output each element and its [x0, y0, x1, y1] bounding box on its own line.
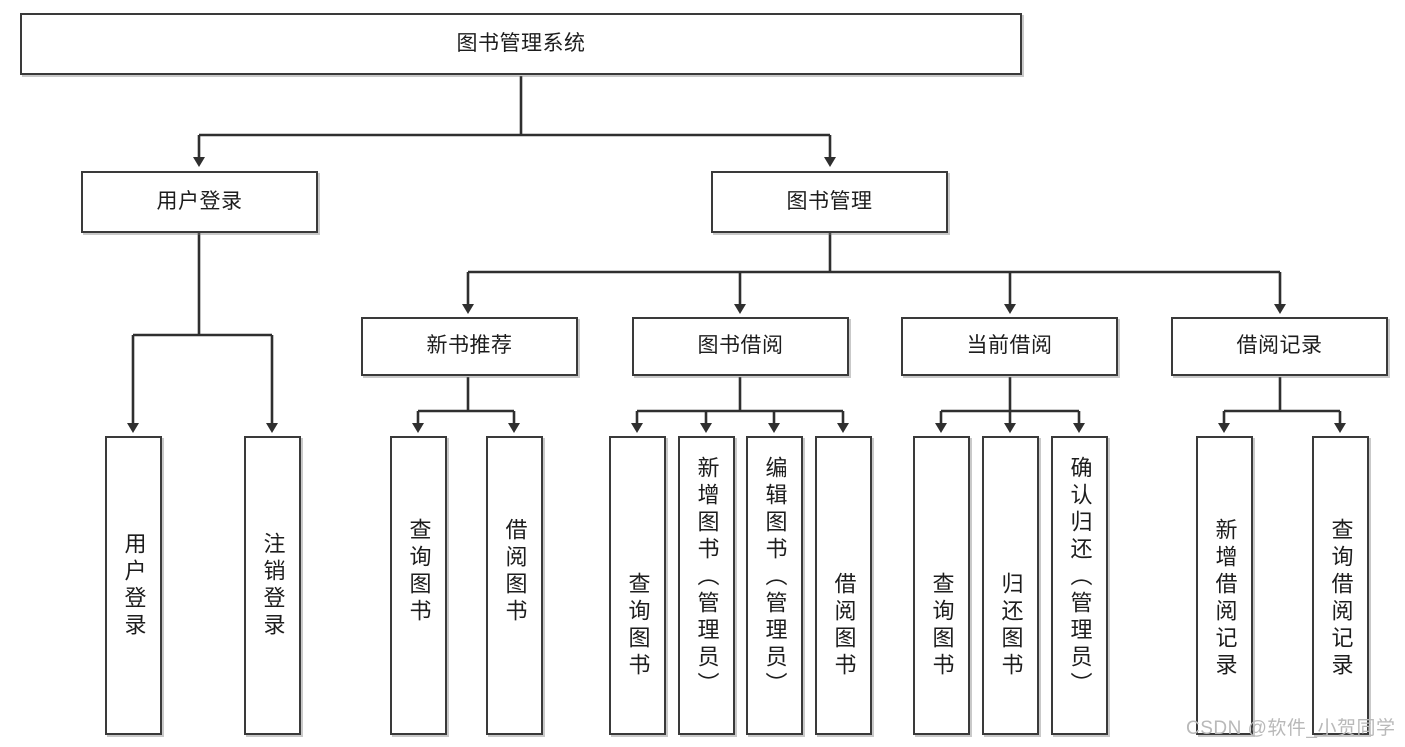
leaf-borrow-borrow-book[interactable]: 借阅图书: [815, 436, 872, 735]
leaf-borrow-query-book[interactable]: 查询图书: [609, 436, 666, 735]
leaf-user-login-signin-label: 用户登录: [121, 532, 147, 640]
node-user-login[interactable]: 用户登录: [81, 171, 318, 233]
node-borrow-records[interactable]: 借阅记录: [1171, 317, 1388, 376]
leaf-borrow-add-book-label: 新增图书（管理员）: [694, 456, 720, 699]
leaf-recommend-query-book[interactable]: 查询图书: [390, 436, 447, 735]
leaf-records-query-record[interactable]: 查询借阅记录: [1312, 436, 1369, 735]
node-book-management-label: 图书管理: [786, 189, 873, 213]
leaf-current-query-book[interactable]: 查询图书: [913, 436, 970, 735]
leaf-current-query-book-label: 查询图书: [929, 572, 955, 680]
leaf-borrow-query-book-label: 查询图书: [625, 572, 651, 680]
leaf-current-return-book[interactable]: 归还图书: [982, 436, 1039, 735]
node-user-login-label: 用户登录: [156, 189, 243, 213]
leaf-recommend-query-book-label: 查询图书: [406, 518, 432, 626]
leaf-borrow-edit-book[interactable]: 编辑图书（管理员）: [746, 436, 803, 735]
node-book-borrow[interactable]: 图书借阅: [632, 317, 849, 376]
leaf-recommend-borrow-book-label: 借阅图书: [502, 518, 528, 626]
leaf-current-confirm-return-label: 确认归还（管理员）: [1067, 456, 1093, 699]
leaf-borrow-add-book[interactable]: 新增图书（管理员）: [678, 436, 735, 735]
leaf-current-confirm-return[interactable]: 确认归还（管理员）: [1051, 436, 1108, 735]
node-current-borrow-label: 当前借阅: [966, 334, 1053, 358]
node-current-borrow[interactable]: 当前借阅: [901, 317, 1118, 376]
csdn-watermark: CSDN @软件_小贺同学: [1186, 718, 1396, 739]
leaf-borrow-edit-book-label: 编辑图书（管理员）: [762, 456, 788, 699]
leaf-user-login-signout[interactable]: 注销登录: [244, 436, 301, 735]
leaf-recommend-borrow-book[interactable]: 借阅图书: [486, 436, 543, 735]
node-book-borrow-label: 图书借阅: [697, 334, 784, 358]
node-borrow-records-label: 借阅记录: [1236, 334, 1323, 358]
node-root[interactable]: 图书管理系统: [20, 13, 1022, 75]
node-book-management[interactable]: 图书管理: [711, 171, 948, 233]
leaf-borrow-borrow-book-label: 借阅图书: [831, 572, 857, 680]
leaf-current-return-book-label: 归还图书: [998, 572, 1024, 680]
node-root-label: 图书管理系统: [456, 31, 586, 55]
node-new-book-recommend[interactable]: 新书推荐: [361, 317, 578, 376]
leaf-user-login-signin[interactable]: 用户登录: [105, 436, 162, 735]
leaf-user-login-signout-label: 注销登录: [260, 532, 286, 640]
node-new-book-recommend-label: 新书推荐: [426, 334, 513, 358]
leaf-records-add-record-label: 新增借阅记录: [1212, 518, 1238, 680]
leaf-records-add-record[interactable]: 新增借阅记录: [1196, 436, 1253, 735]
leaf-records-query-record-label: 查询借阅记录: [1328, 518, 1354, 680]
